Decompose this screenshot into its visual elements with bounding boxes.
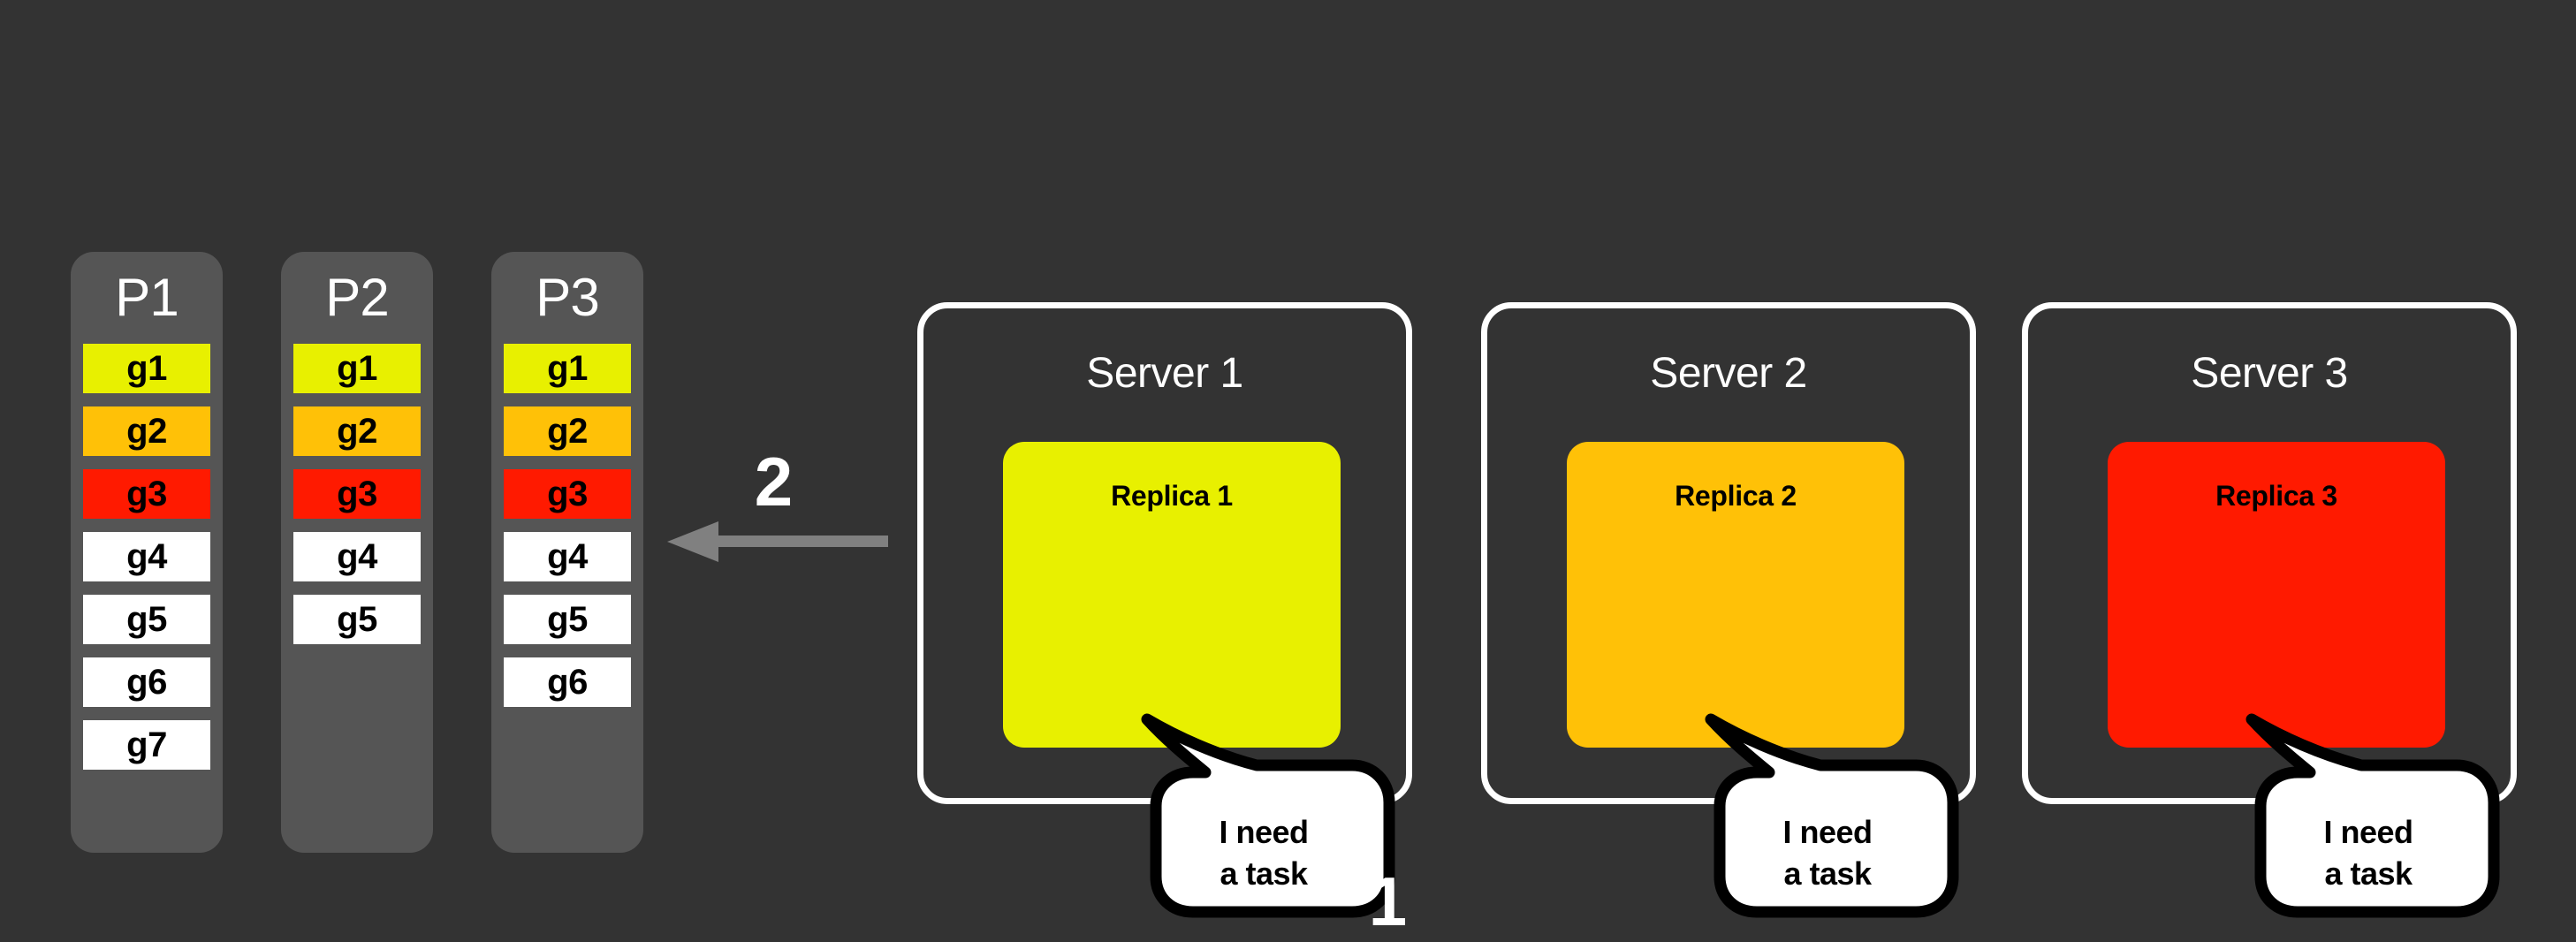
partition-column-p1[interactable]: P1 g1 g2 g3 g4 g5 g6 g7 xyxy=(71,252,223,853)
step-number-2: 2 xyxy=(754,443,793,520)
server-title: Server 2 xyxy=(1650,350,1807,397)
speech-bubble-1[interactable]: I need a task xyxy=(1141,713,1395,918)
task-box[interactable]: g2 xyxy=(293,406,421,456)
task-box[interactable]: g5 xyxy=(293,595,421,644)
partition-column-p3[interactable]: P3 g1 g2 g3 g4 g5 g6 xyxy=(491,252,643,853)
replica-label: Replica 1 xyxy=(1111,480,1233,512)
assignment-arrow xyxy=(667,521,888,562)
speech-bubble-shape xyxy=(2245,713,2500,918)
partition-column-p2[interactable]: P2 g1 g2 g3 g4 g5 xyxy=(281,252,433,853)
task-box[interactable]: g3 xyxy=(504,469,631,519)
task-list: g1 g2 g3 g4 g5 g6 g7 xyxy=(71,344,223,818)
replica-label: Replica 2 xyxy=(1675,480,1797,512)
task-box[interactable]: g5 xyxy=(83,595,210,644)
speech-bubble-2[interactable]: I need a task xyxy=(1705,713,1959,918)
task-box[interactable]: g2 xyxy=(504,406,631,456)
replica-box-3[interactable]: Replica 3 xyxy=(2108,442,2445,748)
task-box[interactable]: g5 xyxy=(504,595,631,644)
partition-title: P3 xyxy=(536,268,599,327)
task-list: g1 g2 g3 g4 g5 xyxy=(281,344,433,693)
step-number-1: 1 xyxy=(1368,862,1407,940)
task-box[interactable]: g4 xyxy=(504,532,631,581)
replica-box-1[interactable]: Replica 1 xyxy=(1003,442,1341,748)
server-title: Server 1 xyxy=(1086,350,1243,397)
speech-bubble-shape xyxy=(1141,713,1395,918)
server-title: Server 3 xyxy=(2191,350,2348,397)
partition-title: P2 xyxy=(325,268,389,327)
task-box[interactable]: g1 xyxy=(83,344,210,393)
task-box[interactable]: g1 xyxy=(504,344,631,393)
server-card-1[interactable]: Server 1 Replica 1 xyxy=(917,302,1412,804)
server-card-3[interactable]: Server 3 Replica 3 xyxy=(2022,302,2517,804)
task-box[interactable]: g4 xyxy=(83,532,210,581)
arrow-left-icon xyxy=(667,521,888,562)
task-box[interactable]: g7 xyxy=(83,720,210,770)
task-list: g1 g2 g3 g4 g5 g6 xyxy=(491,344,643,756)
partition-title: P1 xyxy=(115,268,179,327)
speech-bubble-shape xyxy=(1705,713,1959,918)
server-card-2[interactable]: Server 2 Replica 2 xyxy=(1481,302,1976,804)
task-box[interactable]: g2 xyxy=(83,406,210,456)
replica-label: Replica 3 xyxy=(2215,480,2337,512)
task-box[interactable]: g3 xyxy=(293,469,421,519)
task-box[interactable]: g4 xyxy=(293,532,421,581)
replica-box-2[interactable]: Replica 2 xyxy=(1567,442,1904,748)
task-box[interactable]: g1 xyxy=(293,344,421,393)
task-box[interactable]: g6 xyxy=(504,657,631,707)
task-box[interactable]: g6 xyxy=(83,657,210,707)
speech-bubble-3[interactable]: I need a task xyxy=(2245,713,2500,918)
task-box[interactable]: g3 xyxy=(83,469,210,519)
